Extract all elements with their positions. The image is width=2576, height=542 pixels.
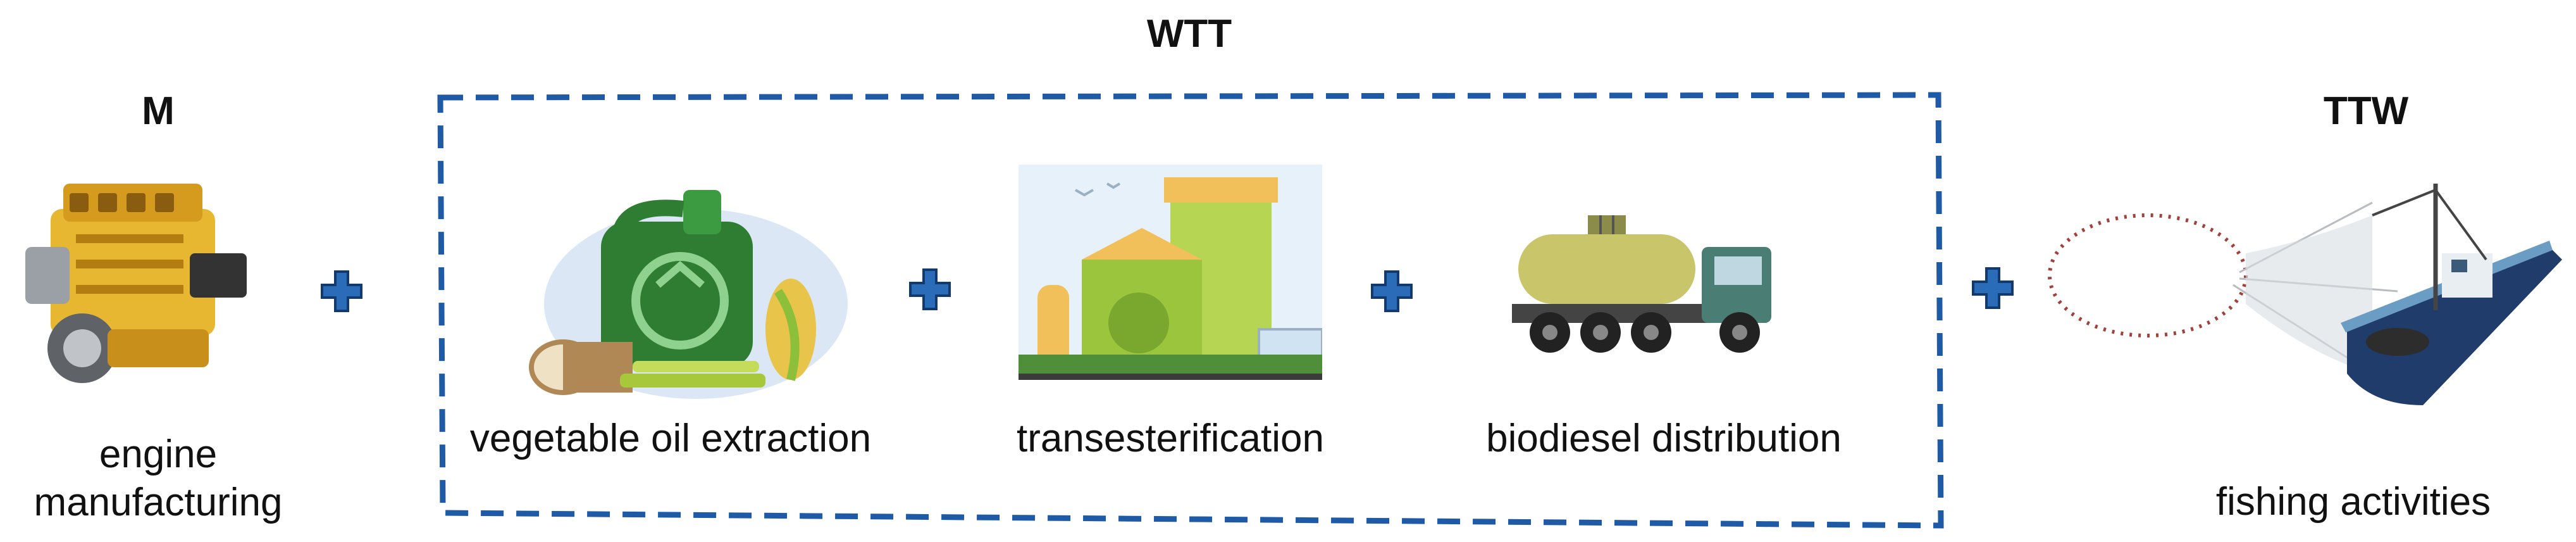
label-engine-line1: engine <box>99 432 218 476</box>
heading-wtt: WTT <box>1146 12 1232 56</box>
plus-icon <box>1972 267 2014 309</box>
vegetable-oil-canister-icon <box>525 184 854 399</box>
plus-icon <box>321 270 362 312</box>
engine-icon <box>13 158 266 412</box>
plus-icon <box>1371 270 1413 312</box>
label-engine-manufacturing: engine manufacturing <box>0 431 316 526</box>
eco-refinery-icon <box>1019 165 1322 399</box>
wtt-boundary <box>437 92 1944 529</box>
tanker-truck-icon <box>1512 209 1784 361</box>
label-fishing-activities: fishing activities <box>2215 480 2491 524</box>
fishing-boat-icon <box>2043 165 2575 418</box>
plus-icon <box>909 268 951 310</box>
label-biodiesel-distribution: biodiesel distribution <box>1486 417 1842 460</box>
label-vegetable-oil-extraction: vegetable oil extraction <box>469 417 872 460</box>
label-engine-line2: manufacturing <box>34 480 283 524</box>
label-transesterification: transesterification <box>1017 417 1324 460</box>
heading-ttw: TTW <box>2323 89 2409 133</box>
heading-m: M <box>142 89 175 133</box>
